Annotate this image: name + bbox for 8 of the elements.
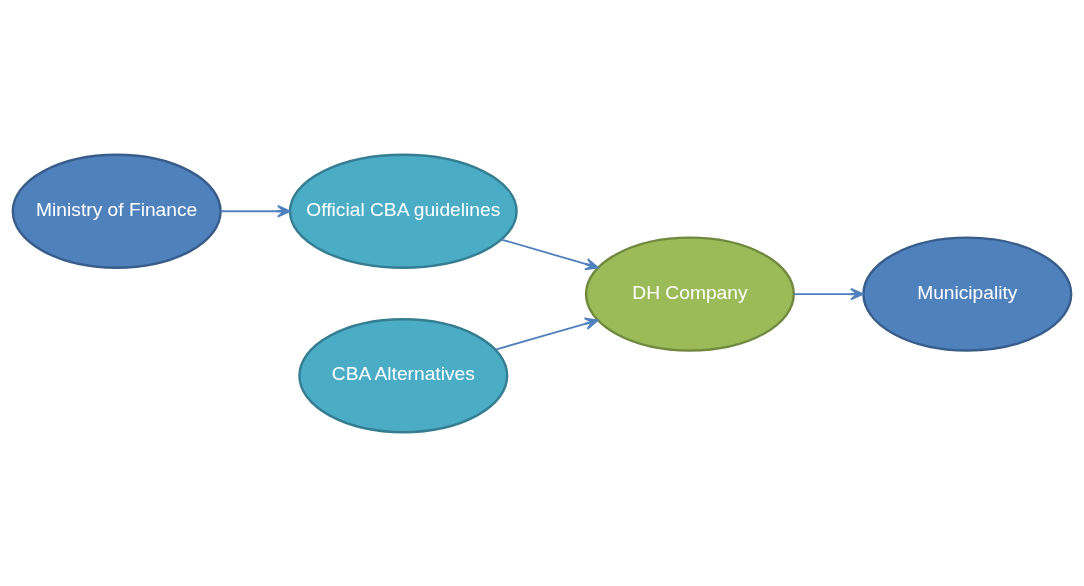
arrow xyxy=(220,204,291,218)
node-ellipse: Ministry of Finance xyxy=(11,153,222,269)
node-ellipse: CBA Alternatives xyxy=(298,317,509,433)
arrow xyxy=(793,287,864,300)
node-ellipse: Official CBA guidelines xyxy=(288,153,518,269)
node-ellipse: Municipality xyxy=(862,235,1073,352)
arrow xyxy=(494,317,599,350)
arrow xyxy=(500,238,599,270)
